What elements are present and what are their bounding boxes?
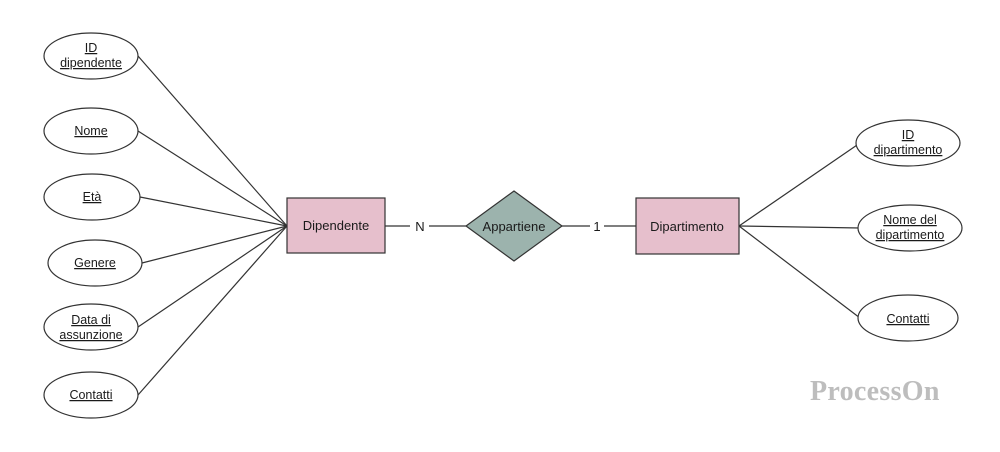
connector-id-dipendente: [137, 55, 288, 227]
attribute-label-line1: Nome del: [883, 213, 937, 227]
attribute-label-line2: dipendente: [60, 56, 122, 70]
attribute-contatti-left: Contatti: [43, 371, 139, 419]
attribute-data-assunzione: Data di assunzione: [43, 303, 139, 351]
attribute-contatti-right: Contatti: [857, 294, 959, 342]
attribute-label: Nome: [74, 124, 107, 138]
connector-id-dipartimento: [738, 142, 861, 227]
attribute-nome: Nome: [43, 107, 139, 155]
attribute-label: Età: [83, 190, 102, 204]
attribute-label-line1: Data di: [71, 313, 111, 327]
right-attributes: ID dipartimento Nome del dipartimento Co…: [855, 119, 963, 342]
cardinality-n: N: [415, 219, 424, 234]
entity-dipartimento: Dipartimento: [635, 197, 740, 255]
attribute-id-dipendente: ID dipendente: [43, 32, 139, 80]
connector-contatti-right: [738, 225, 861, 319]
connector-nome: [137, 130, 288, 227]
attribute-label-line1: ID: [902, 128, 915, 142]
entity-label: Dipendente: [303, 218, 370, 233]
connector-genere: [141, 225, 288, 264]
relationship-appartiene: Appartiene: [464, 190, 564, 262]
attribute-label: Contatti: [69, 388, 112, 402]
attribute-label: Genere: [74, 256, 116, 270]
attribute-label-line2: dipartimento: [876, 228, 945, 242]
relationship-label: Appartiene: [483, 219, 546, 234]
attribute-label-line2: dipartimento: [874, 143, 943, 157]
connector-data-assunzione: [137, 225, 288, 328]
left-attribute-connectors: [137, 55, 288, 396]
cardinality-1: 1: [593, 219, 600, 234]
attribute-label: Contatti: [886, 312, 929, 326]
entity-dipendente: Dipendente: [286, 197, 386, 254]
attribute-label-line1: ID: [85, 41, 98, 55]
connector-eta: [139, 196, 288, 227]
connector-contatti-left: [137, 225, 288, 396]
left-attributes: ID dipendente Nome Età Genere Data di as…: [43, 32, 143, 419]
attribute-eta: Età: [43, 173, 141, 221]
processon-watermark: ProcessOn: [810, 376, 940, 407]
attribute-label-line2: assunzione: [59, 328, 122, 342]
connector-nome-dipartimento: [738, 225, 861, 229]
attribute-genere: Genere: [47, 239, 143, 287]
entity-label: Dipartimento: [650, 219, 724, 234]
attribute-nome-dipartimento: Nome del dipartimento: [857, 204, 963, 252]
right-attribute-connectors: [738, 142, 861, 319]
attribute-id-dipartimento: ID dipartimento: [855, 119, 961, 167]
